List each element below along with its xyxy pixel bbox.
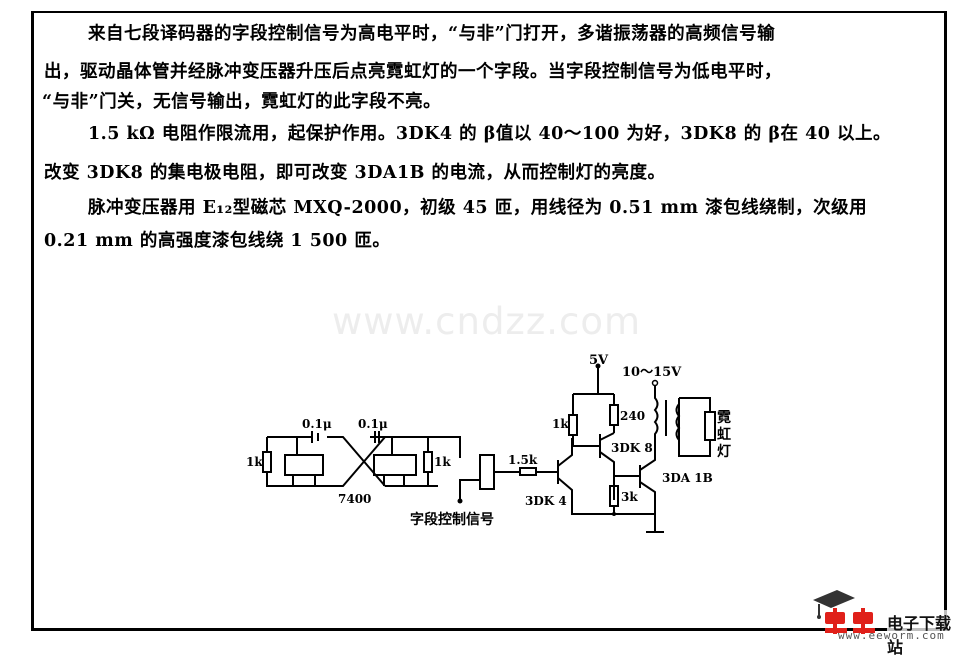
circuit-diagram: 0.1μ 0.1μ 1k 1k 7400 字段控制信号 1.5k 3DK 4 5… [246, 353, 731, 533]
label-res-left: 1k [246, 455, 263, 469]
label-res-1k: 1k [552, 417, 569, 431]
paragraph-2-line-2: 改变 3DK8 的集电极电阻，即可改变 3DA1B 的电流，从而控制灯的亮度。 [44, 163, 666, 183]
label-q1: 3DK 4 [525, 494, 567, 508]
label-lamp-1: 霓 [717, 409, 731, 426]
label-res-base: 1.5k [508, 453, 538, 467]
page-frame [31, 11, 947, 631]
label-res-3k: 3k [621, 490, 638, 504]
label-cap-left: 0.1μ [302, 417, 332, 431]
paragraph-3-line-2: 0.21 mm 的高强度漆包线绕 1 500 匝。 [44, 231, 391, 251]
label-ic: 7400 [338, 492, 371, 506]
label-q3: 3DA 1B [662, 471, 713, 485]
paragraph-1-line-2: 出，驱动晶体管并经脉冲变压器升压后点亮霓虹灯的一个字段。当字段控制信号为低电平时… [44, 62, 782, 82]
label-lamp-3: 灯 [717, 443, 731, 460]
logo-url: www.eeworm.com [838, 629, 945, 642]
label-res-right: 1k [434, 455, 451, 469]
paragraph-1-line-1: 来自七段译码器的字段控制信号为高电平时，“与非”门打开，多谐振荡器的高频信号输 [88, 24, 776, 44]
label-lamp-2: 虹 [717, 427, 731, 443]
label-res-240: 240 [620, 409, 645, 423]
paragraph-3-line-1: 脉冲变压器用 E₁₂型磁芯 MXQ-2000，初级 45 匝，用线径为 0.51… [88, 198, 868, 218]
paragraph-2-line-1: 1.5 kΩ 电阻作限流用，起保护作用。3DK4 的 β值以 40～100 为好… [88, 124, 892, 144]
watermark: www.cndzz.com [332, 300, 642, 343]
label-signal-input: 字段控制信号 [410, 511, 494, 528]
bug-logo-icon [825, 608, 875, 634]
label-cap-right: 0.1μ [358, 417, 388, 431]
label-supply-5v: 5V [589, 353, 609, 368]
paragraph-1-line-3: “与非”门关，无信号输出，霓虹灯的此字段不亮。 [42, 92, 442, 112]
label-q2: 3DK 8 [611, 441, 653, 455]
site-logo: 电子下载站 www.eeworm.com [805, 582, 960, 658]
label-supply-hv: 10～15V [622, 365, 682, 380]
graduation-cap-icon [813, 590, 855, 619]
